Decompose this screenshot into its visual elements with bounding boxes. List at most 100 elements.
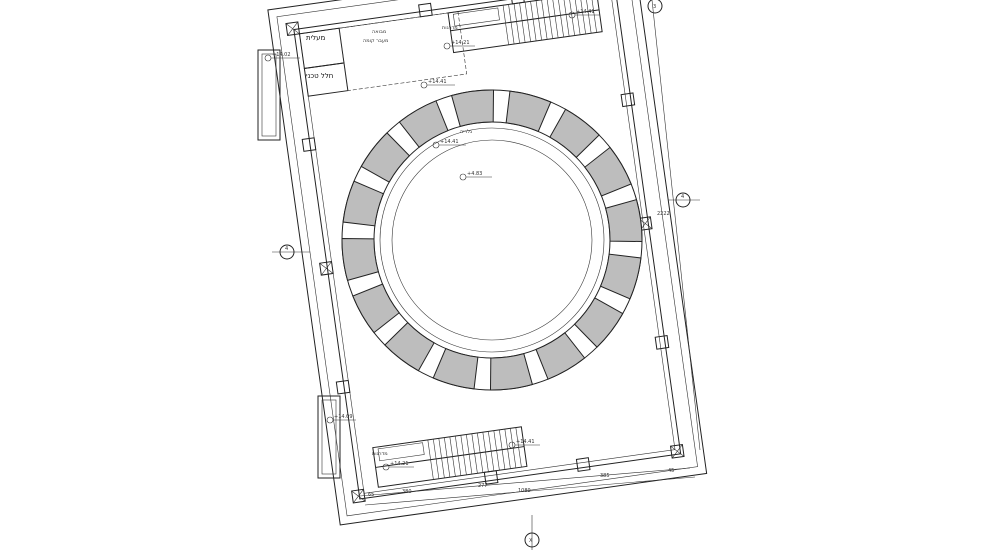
ring-seat-segment — [535, 332, 586, 380]
elev-stair-bottom-upper: +14.41 — [508, 439, 540, 449]
ring-seat-segment — [398, 100, 449, 148]
stair-tread — [502, 5, 509, 45]
ring-seat-segment — [432, 347, 479, 390]
inner-wall — [293, 0, 682, 500]
stair-tread — [579, 0, 586, 35]
stair-tread — [460, 435, 467, 475]
svg-text:+14.41: +14.41 — [576, 9, 595, 15]
building-plan — [267, 0, 708, 526]
ring-seat-segment — [341, 237, 379, 282]
svg-text:+14.21: +14.21 — [451, 40, 470, 46]
ring-seat-segment — [384, 321, 435, 372]
stair-tread — [552, 0, 559, 38]
elevation-marks: +14.41 +14.21 +14.41 +14.02 +14.41 +4.83… — [264, 9, 600, 471]
ring-seat-segment — [505, 90, 552, 133]
svg-text:+14.41: +14.41 — [440, 139, 459, 145]
room-left-small — [303, 62, 349, 97]
ring-seat-segment — [549, 108, 600, 159]
elev-stair-top-lower: +14.21 — [443, 40, 475, 50]
svg-text:X: X — [529, 538, 533, 544]
stair-top-label-box — [452, 7, 500, 27]
ring-seat-segment — [584, 146, 632, 197]
stair-tread — [488, 431, 495, 472]
label-stair-bottom: מדרגות — [372, 451, 388, 457]
svg-text:+14.41: +14.41 — [428, 79, 447, 85]
elev-center: +4.83 — [459, 171, 492, 181]
left-annex — [257, 49, 341, 479]
stair-tread — [563, 0, 570, 37]
section-marker-left: 4 — [272, 244, 310, 260]
label-corridor-line1: מבואה — [372, 29, 386, 35]
ring-structure — [341, 89, 643, 391]
outer-wall-inner-line — [276, 0, 698, 517]
svg-text:45: 45 — [668, 468, 674, 474]
elev-left-side: +14.02 — [264, 52, 300, 62]
label-corridor-line2: מעבר קומה — [363, 38, 388, 44]
elev-stair-top-upper: +14.41 — [568, 9, 600, 19]
stair-tread — [510, 428, 517, 468]
stair-tread — [546, 0, 553, 39]
dimension-bottom: 65 380 277 1089 385 45 — [359, 467, 696, 506]
stair-tread — [524, 2, 531, 42]
column-crosses — [285, 21, 685, 504]
svg-text:4: 4 — [285, 246, 288, 252]
svg-text:2222: 2222 — [657, 211, 670, 217]
stair-top — [447, 0, 603, 54]
svg-text:3: 3 — [653, 4, 656, 10]
corridor-top — [338, 11, 468, 91]
stair-tread — [482, 432, 489, 472]
ring-seat-segment — [342, 180, 385, 227]
elev-left-lower: +14.09 — [326, 414, 356, 424]
svg-text:+14.21: +14.21 — [390, 461, 409, 467]
elev-top-landing: +14.41 — [420, 79, 455, 89]
stair-tread — [574, 0, 581, 35]
stair-tread — [590, 0, 597, 33]
stair-tread — [513, 3, 520, 44]
outer-wall — [267, 0, 708, 526]
svg-text:+14.09: +14.09 — [334, 414, 353, 420]
stair-tread — [535, 0, 542, 41]
svg-text:+14.41: +14.41 — [516, 439, 535, 445]
ring-seat-segment — [599, 253, 642, 300]
section-marker-top-right: 3 — [647, 0, 663, 14]
stair-tread — [504, 429, 511, 469]
stair-tread — [519, 2, 526, 43]
label-stair-top: מדרגות — [442, 25, 458, 31]
svg-text:385: 385 — [600, 473, 610, 479]
stair-tread — [530, 1, 537, 41]
stair-tread — [427, 439, 434, 480]
svg-text:65: 65 — [368, 492, 374, 498]
stair-tread — [471, 433, 478, 474]
stair-tread — [541, 0, 548, 40]
stair-tread — [557, 0, 564, 38]
elev-stair-bottom-lower: +14.21 — [382, 461, 414, 471]
ring-seat-segment — [352, 283, 400, 334]
dimension-right: 2222 — [651, 0, 701, 451]
ring-seating-segments — [341, 89, 643, 391]
svg-text:277: 277 — [478, 483, 488, 489]
svg-text:+14.02: +14.02 — [272, 52, 291, 58]
stair-tread — [493, 430, 500, 471]
svg-text:1089: 1089 — [518, 488, 531, 494]
svg-text:4: 4 — [681, 194, 684, 200]
stair-bottom — [372, 426, 528, 488]
stair-tread — [477, 432, 484, 473]
svg-text:+4.83: +4.83 — [467, 171, 482, 177]
stair-tread — [499, 429, 506, 470]
elev-ring-top: +14.41 — [432, 139, 466, 149]
stair-tread — [444, 437, 451, 478]
stair-tread — [515, 427, 522, 468]
ring-seat-segment — [605, 198, 643, 243]
svg-text:380: 380 — [402, 489, 412, 495]
stair-tread — [433, 439, 440, 479]
stair-tread — [438, 438, 445, 479]
ring-seat-segment — [360, 132, 411, 183]
ring-seat-segment — [450, 89, 495, 127]
label-room-top-left: מעלית — [306, 34, 326, 42]
ring-seat-segment — [573, 297, 624, 348]
stair-tread — [568, 0, 575, 36]
stair-tread — [466, 434, 473, 475]
section-marker-bottom: X — [524, 515, 540, 550]
